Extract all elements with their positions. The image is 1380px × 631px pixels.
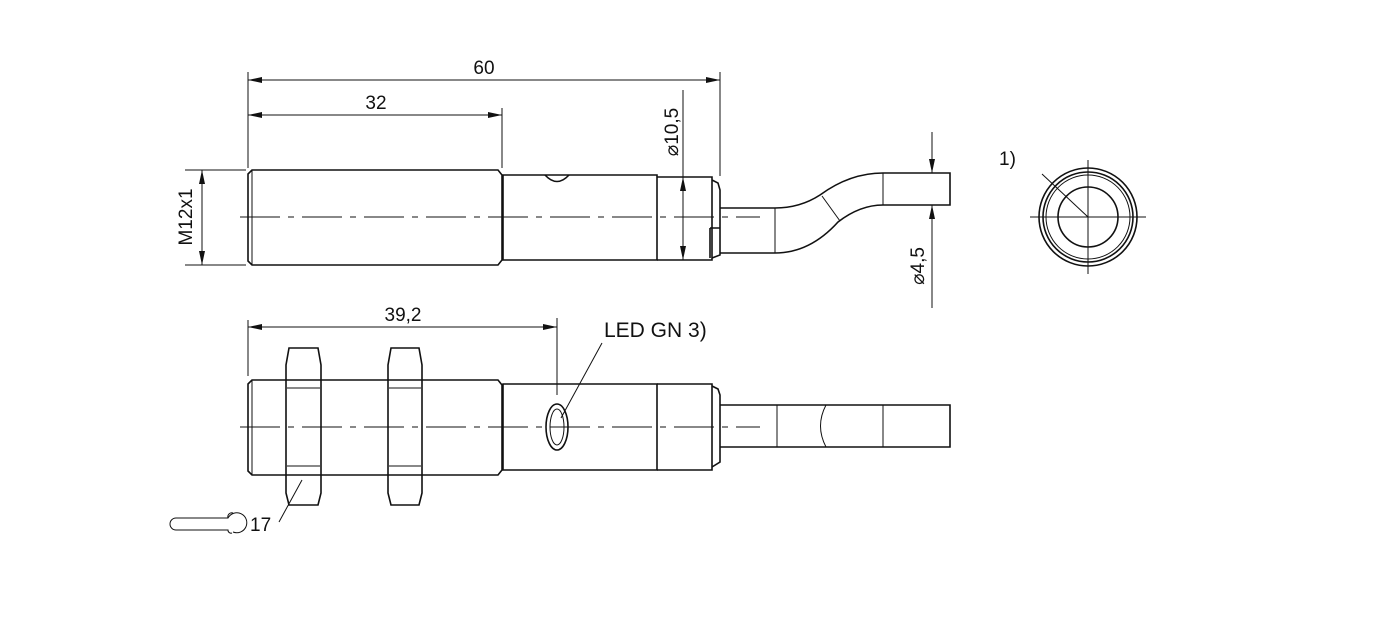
side-view-bottom	[240, 347, 951, 506]
dim-thread-length: 32	[365, 93, 386, 114]
note-front-view: 1)	[999, 149, 1016, 170]
dim-housing-diameter: ⌀10,5	[662, 108, 683, 156]
bottom-dimensions: 39,2 LED GN 3) 17	[169, 305, 707, 536]
dim-led-position: 39,2	[385, 305, 422, 326]
note-led: LED GN 3)	[604, 319, 707, 342]
dim-wrench-size: 17	[250, 515, 271, 536]
wrench-icon	[169, 512, 248, 534]
dim-cable-diameter: ⌀4,5	[908, 247, 929, 285]
side-view-top	[240, 169, 951, 266]
dim-overall-length: 60	[473, 58, 494, 79]
dim-thread: M12x1	[176, 188, 197, 245]
front-view: 1)	[999, 149, 1146, 274]
top-dimensions: 60 32 M12x1 ⌀10,5 ⌀4,5	[176, 58, 935, 308]
